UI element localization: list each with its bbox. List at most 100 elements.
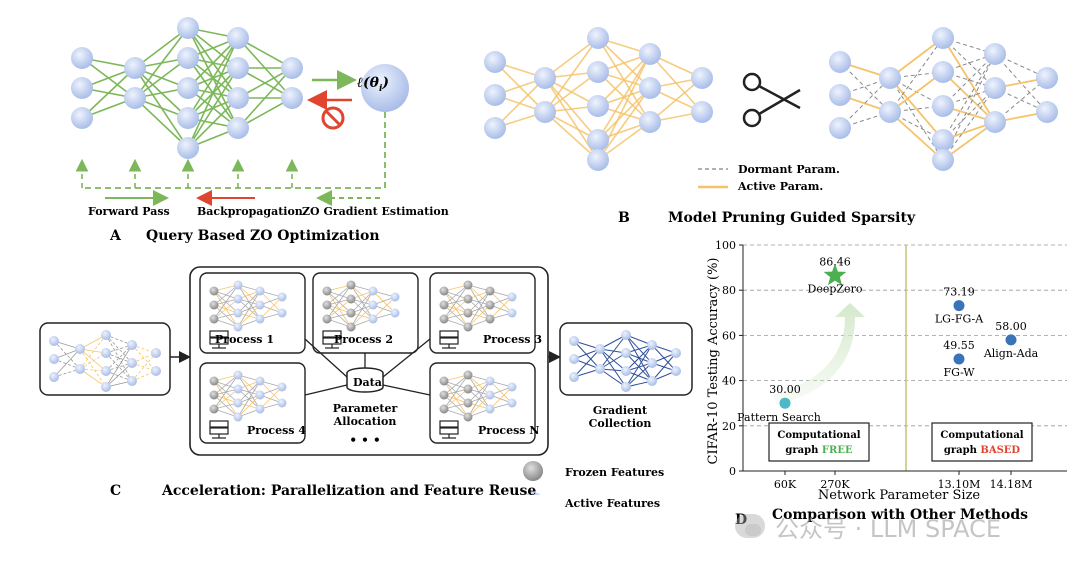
- mini-neuron: [621, 330, 631, 340]
- mini-neuron: [439, 314, 449, 324]
- legend-frozen: Frozen Features: [565, 466, 665, 479]
- x-tick-label: 60K: [774, 478, 797, 491]
- mini-edge: [372, 296, 396, 320]
- mini-edge: [599, 334, 627, 370]
- mini-neuron: [277, 382, 287, 392]
- zo-feedback-loop: [82, 112, 386, 189]
- mini-edge: [237, 290, 261, 328]
- neuron: [227, 57, 249, 79]
- allocation-line: [382, 338, 431, 378]
- value-label: 58.00: [995, 320, 1027, 333]
- mini-neuron: [595, 364, 605, 374]
- active-edge: [544, 111, 599, 161]
- legend-dormant-param: Dormant Param.: [738, 163, 840, 176]
- mini-neuron: [209, 404, 219, 414]
- mini-neuron: [346, 294, 356, 304]
- mini-neuron: [439, 404, 449, 414]
- mini-edge: [443, 374, 469, 396]
- mini-edge: [79, 348, 107, 372]
- neuron: [879, 101, 901, 123]
- server-icon: [439, 420, 459, 428]
- server-icon: [209, 330, 229, 338]
- mini-edge: [131, 352, 157, 382]
- mini-neuron: [233, 384, 243, 394]
- neuron: [984, 111, 1006, 133]
- mini-neuron: [255, 314, 265, 324]
- mini-neuron: [322, 286, 332, 296]
- mini-edge: [651, 352, 677, 382]
- mini-neuron: [569, 354, 579, 364]
- mini-neuron: [647, 340, 657, 350]
- watermark: 公众号 · LLM SPACE: [735, 508, 1065, 544]
- dormant-edge: [942, 37, 996, 89]
- active-edge: [544, 37, 599, 113]
- mini-edge: [326, 284, 352, 320]
- process-n-label: Process N: [478, 424, 540, 437]
- active-edge: [889, 111, 944, 161]
- neuron: [177, 47, 199, 69]
- mini-edge: [443, 388, 469, 410]
- point-name-label: FG-W: [943, 366, 975, 379]
- mini-neuron: [463, 412, 473, 422]
- neuron: [177, 17, 199, 39]
- mini-edge: [105, 344, 133, 388]
- value-label: 86.46: [819, 256, 851, 269]
- neuron: [879, 67, 901, 89]
- neuron: [227, 27, 249, 49]
- mini-neuron: [439, 286, 449, 296]
- mini-edge: [213, 388, 239, 410]
- point-name-label: Align-Ada: [983, 347, 1039, 360]
- panel-b-title: Model Pruning Guided Sparsity: [668, 210, 916, 226]
- allocation-line: [304, 338, 348, 378]
- mini-neuron: [463, 322, 473, 332]
- mini-neuron: [322, 300, 332, 310]
- mini-neuron: [621, 366, 631, 376]
- neuron: [534, 67, 556, 89]
- mini-neuron: [647, 358, 657, 368]
- neuron: [829, 84, 851, 106]
- loss-node: [361, 64, 409, 112]
- x-tick-label: 270K: [820, 478, 850, 491]
- mini-edge: [213, 284, 239, 320]
- mini-neuron: [346, 308, 356, 318]
- value-label: 73.19: [943, 286, 975, 299]
- mini-neuron: [255, 390, 265, 400]
- value-label: 30.00: [769, 383, 801, 396]
- mini-neuron: [277, 292, 287, 302]
- mini-edge: [467, 304, 491, 328]
- network-edge: [187, 67, 239, 149]
- mini-neuron: [255, 376, 265, 386]
- neuron: [829, 117, 851, 139]
- neuron: [587, 129, 609, 151]
- mini-neuron: [621, 382, 631, 392]
- mini-neuron: [209, 390, 219, 400]
- mini-edge: [350, 290, 374, 314]
- mini-neuron: [485, 286, 495, 296]
- neuron: [587, 149, 609, 171]
- wechat-icon: [735, 514, 765, 538]
- mini-edge: [105, 334, 133, 364]
- mini-neuron: [569, 336, 579, 346]
- allocation-line: [382, 384, 431, 396]
- neuron: [932, 149, 954, 171]
- active-edge: [649, 77, 703, 123]
- mini-neuron: [463, 308, 473, 318]
- mini-neuron: [151, 348, 161, 358]
- mini-edge: [599, 368, 627, 388]
- mini-neuron: [127, 358, 137, 368]
- mini-edge: [237, 290, 261, 314]
- mini-edge: [467, 290, 491, 328]
- mini-edge: [350, 290, 374, 328]
- x-tick-label: 14.18M: [990, 478, 1033, 491]
- mini-edge: [259, 290, 283, 314]
- dormant-edge: [942, 87, 996, 161]
- neuron: [71, 47, 93, 69]
- panel-c-title: Acceleration: Parallelization and Featur…: [162, 483, 537, 499]
- mini-edge: [625, 344, 653, 372]
- neuron: [124, 57, 146, 79]
- mini-neuron: [127, 340, 137, 350]
- mini-neuron: [75, 344, 85, 354]
- mini-edge: [237, 394, 261, 418]
